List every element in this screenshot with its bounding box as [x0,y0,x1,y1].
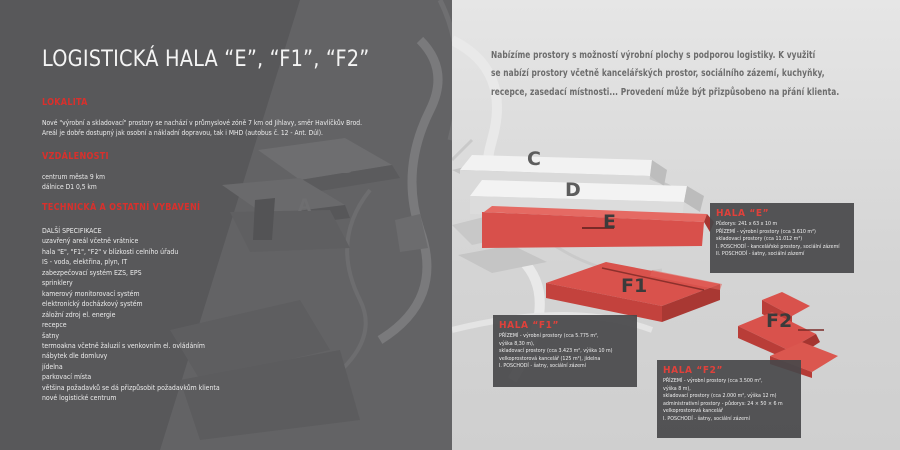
info-box-line: PŘÍZEMÍ - výrobní prostory (cca 3.610 m²… [716,228,816,235]
page-title: LOGISTICKÁ HALA “E”, “F1”, “F2” [42,46,370,72]
info-box-heading: HALA “F2” [663,365,723,376]
info-box-line: I. POSCHODÍ - šatny, sociální zázemí [663,415,750,422]
spec-item: DALŠÍ SPECIFIKACE [42,227,102,235]
spec-item: recepce [42,321,67,330]
spec-item: sprinklery [42,279,73,288]
map-label-b: B [340,158,353,178]
lokalita-line: Nové "výrobní a skladovací" prostory se … [42,119,362,127]
info-box-line: PŘÍZEMÍ - výrobní prostory (cca 3.500 m²… [663,378,763,384]
site-map-background [160,0,452,450]
building-label-d: D [565,179,581,201]
lokalita-text: Nové "výrobní a skladovací" prostory se … [42,118,362,138]
info-box-heading: HALA “F1” [499,320,559,331]
spec-item: jídelna [42,362,63,371]
info-box-line: II. POSCHODÍ - šatny, sociální zázemí [716,251,805,258]
map-label-a: A [298,196,312,216]
left-panel: B A LOGISTICKÁ HALA “E”, “F1”, “F2” LOKA… [0,0,452,450]
spec-item: nábytek dle domluvy [42,352,108,361]
info-box-line: velkoprostorová kancelář (125 m²), jídel… [499,355,601,362]
info-box-line: Půdorys: 241 x 63 x 10 m [716,221,778,227]
spec-item: kamerový monitorovací systém [42,289,140,298]
spec-item: hala "E", "F1", "F2" v blízkosti celního… [42,247,179,256]
lokalita-heading: LOKALITA [42,97,88,108]
buildings-illustration [452,35,838,383]
spec-item: zabezpečovací systém EZS, EPS [42,268,142,277]
vzdalenosti-text: centrum města 9 km dálnice D1 0,5 km [42,172,105,192]
vzdalenosti-heading: VZDÁLENOSTI [42,151,109,162]
info-box-line: skladovací prostory (cca 2.000 m², výška… [663,393,777,400]
spec-item: nové logistické centrum [42,394,117,403]
intro-line: recepce, zasedací místnosti... Provedení… [491,86,840,98]
building-label-f2: F2 [766,310,793,332]
spec-list: DALŠÍ SPECIFIKACE uzavřený areál včetně … [42,226,220,404]
info-box-hala-e: HALA “E” Půdorys: 241 x 63 x 10 m PŘÍZEM… [710,203,854,273]
spec-item: termoakna včetně žaluzií s venkovním el.… [42,341,205,350]
intro-text: Nabízíme prostory s možností výrobní plo… [491,47,840,102]
spec-item: IS - voda, elektřina, plyn, IT [42,258,128,267]
info-box-hala-f1: HALA “F1” PŘÍZEMÍ - výrobní prostory (cc… [493,315,637,387]
lokalita-line: Areál je dobře dostupný jak osobní a nák… [42,129,323,138]
info-box-hala-f2: HALA “F2” PŘÍZEMÍ - výrobní prostory (cc… [657,360,801,438]
vzdalenosti-line: dálnice D1 0,5 km [42,183,97,192]
spec-item: většina požadavků se dá přizpůsobit poža… [42,383,220,392]
spec-item: záložní zdroj el. energie [42,310,116,319]
info-box-line: velkoprostorová kancelář [663,408,723,415]
info-box-line: I. POSCHODÍ - šatny, sociální zázemí [499,363,586,370]
info-box-line: výška 8 m), [663,385,691,392]
info-box-line: skladovací prostory (cca 3.423 m², výška… [499,348,613,355]
spec-item: uzavřený areál včetně vrátnice [42,237,139,246]
info-box-heading: HALA “E” [716,208,770,219]
vzdalenosti-line: centrum města 9 km [42,173,105,181]
intro-line: Nabízíme prostory s možností výrobní plo… [491,50,816,61]
building-label-e: E [603,211,616,233]
info-box-line: PŘÍZEMÍ - výrobní prostory (cca 5.775 m²… [499,333,599,339]
building-label-f1: F1 [621,275,648,297]
building-label-c: C [527,148,541,170]
info-box-line: skladovací prostory (cca 11.012 m²) [716,236,803,243]
spec-item: parkovací místa [42,373,92,382]
info-box-line: výška 8,30 m), [499,340,535,347]
info-box-line: administrativní prostory - půdorys: 24 ×… [663,400,783,407]
info-box-line: I. POSCHODÍ - kancelářské prostory, soci… [716,243,840,250]
intro-line: se nabízí prostory včetně kancelářských … [491,68,825,80]
spec-item: šatny [42,331,60,340]
spec-item: elektronický docházkový systém [42,300,143,309]
technicke-heading: TECHNICKÁ A OSTATNÍ VYBAVENÍ [42,202,201,213]
